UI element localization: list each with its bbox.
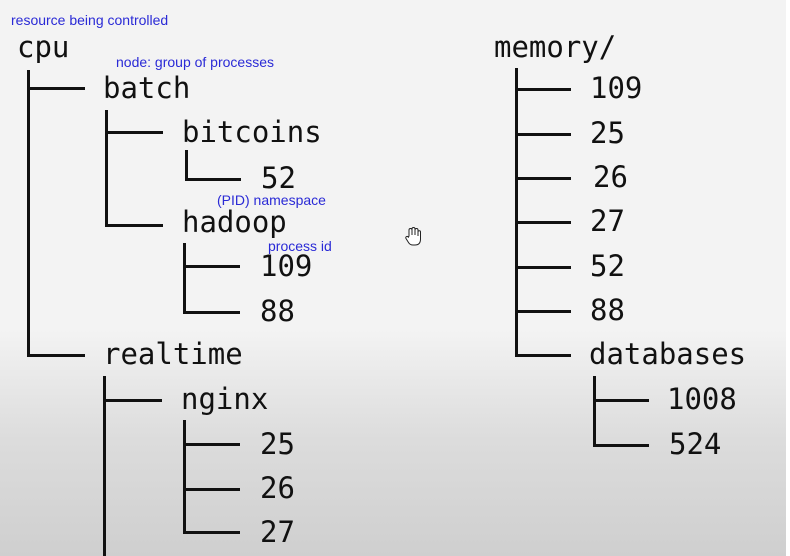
hadoop-pid-connector-2 <box>183 311 240 314</box>
note-node: node: group of processes <box>116 54 274 70</box>
memory-pid-connector-6 <box>515 310 571 313</box>
nginx-pid-connector-1 <box>183 443 240 446</box>
right-edge-strip <box>786 0 790 556</box>
realtime-trunk-line <box>103 376 106 556</box>
memory-pid-connector-4 <box>515 221 571 224</box>
nginx-pid-connector-2 <box>183 488 240 491</box>
databases-pid-1008: 1008 <box>667 382 737 416</box>
cpu-realtime-connector <box>27 354 85 357</box>
nginx-pid-26: 26 <box>260 471 295 505</box>
hadoop-pid-connector-1 <box>183 265 240 268</box>
bitcoins-pid-52: 52 <box>261 161 296 195</box>
note-resource: resource being controlled <box>11 12 169 28</box>
nginx-pid-connector-3 <box>183 531 240 534</box>
memory-pid-109: 109 <box>590 71 643 105</box>
databases-pid-connector-2 <box>593 444 649 447</box>
cpu-realtime-node: realtime <box>103 337 243 371</box>
hadoop-pid-88: 88 <box>260 294 295 328</box>
cpu-trunk-line <box>27 70 30 357</box>
memory-pid-52: 52 <box>590 249 625 283</box>
memory-pid-25: 25 <box>590 116 625 150</box>
note-pid-namespace: (PID) namespace <box>217 192 326 208</box>
batch-hadoop-node: hadoop <box>182 205 287 239</box>
memory-pid-88: 88 <box>590 293 625 327</box>
databases-pid-connector-1 <box>593 399 649 402</box>
realtime-nginx-node: nginx <box>181 382 269 416</box>
cpu-batch-connector <box>27 87 85 90</box>
memory-pid-27: 27 <box>590 204 625 238</box>
batch-bitcoins-connector <box>105 131 163 134</box>
nginx-pid-25: 25 <box>260 427 295 461</box>
databases-trunk-line <box>593 376 596 447</box>
memory-pid-connector-1 <box>515 88 571 91</box>
batch-bitcoins-node: bitcoins <box>182 115 322 149</box>
batch-trunk-line <box>105 110 108 226</box>
hand-cursor-icon <box>405 226 421 246</box>
bitcoins-pid-connector <box>185 178 241 181</box>
cpu-batch-node: batch <box>103 71 191 105</box>
memory-pid-connector-3 <box>515 177 571 180</box>
note-process-id: process id <box>268 238 332 254</box>
realtime-nginx-connector <box>103 399 162 402</box>
memory-pid-connector-2 <box>515 133 571 136</box>
memory-root-label: memory/ <box>494 30 617 64</box>
memory-databases-node: databases <box>589 337 747 371</box>
nginx-pid-27: 27 <box>260 515 295 549</box>
hadoop-pid-109: 109 <box>260 249 313 283</box>
memory-pid-26: 26 <box>593 160 628 194</box>
cpu-root-label: cpu <box>17 30 70 64</box>
hadoop-trunk-line <box>183 243 186 314</box>
memory-databases-connector <box>515 354 571 357</box>
batch-hadoop-connector <box>105 224 163 227</box>
memory-trunk-line <box>515 68 518 357</box>
nginx-trunk-line <box>183 420 186 533</box>
bitcoins-trunk-line <box>185 150 188 180</box>
databases-pid-524: 524 <box>669 427 722 461</box>
memory-pid-connector-5 <box>515 266 571 269</box>
